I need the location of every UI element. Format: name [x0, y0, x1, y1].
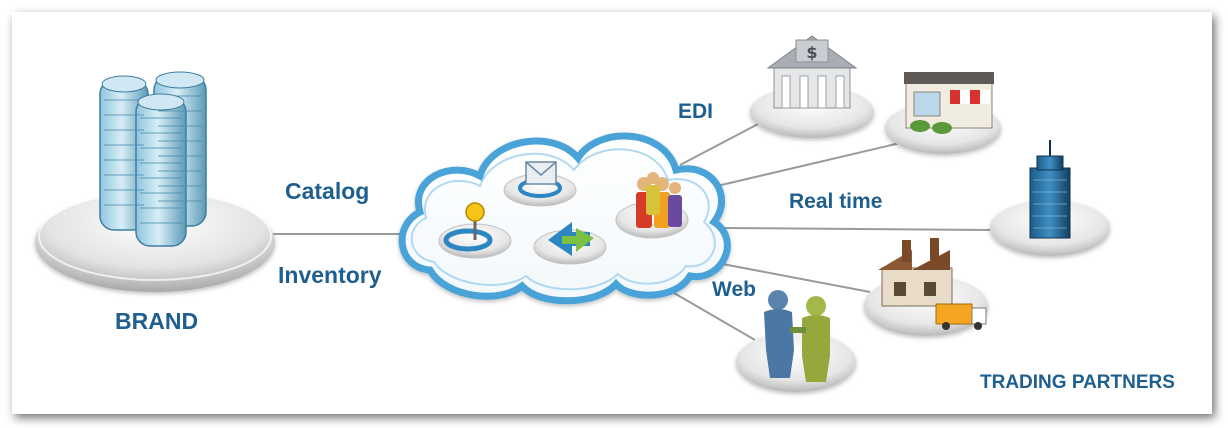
- location-pin-icon: [438, 202, 512, 259]
- mail-icon: [503, 161, 577, 207]
- inventory-label: Inventory: [278, 262, 382, 288]
- office-towers-icon: [35, 71, 275, 292]
- store-icon: [885, 72, 1001, 154]
- web-label: Web: [712, 278, 756, 301]
- connector-store: [699, 142, 901, 191]
- trading-partners-label: TRADING PARTNERS: [980, 372, 1175, 393]
- connector-factory: [711, 261, 871, 293]
- catalog-label: Catalog: [285, 178, 370, 204]
- handshake-icon: [736, 290, 856, 392]
- skyscraper-icon: [990, 140, 1110, 256]
- factory-truck-icon: [864, 238, 988, 336]
- connector-skyscraper: [721, 227, 991, 231]
- svg-text:$: $: [806, 43, 817, 62]
- real-time-label: Real time: [789, 190, 883, 213]
- bank-icon: $: [750, 35, 874, 138]
- connector-bank: [679, 122, 761, 166]
- brand-label: BRAND: [115, 308, 199, 334]
- connector-lines: [270, 122, 991, 341]
- cloud-icon: [398, 132, 731, 305]
- people-group-icon: [615, 172, 689, 239]
- arrows-icon: [533, 222, 607, 265]
- edi-label: EDI: [678, 100, 714, 123]
